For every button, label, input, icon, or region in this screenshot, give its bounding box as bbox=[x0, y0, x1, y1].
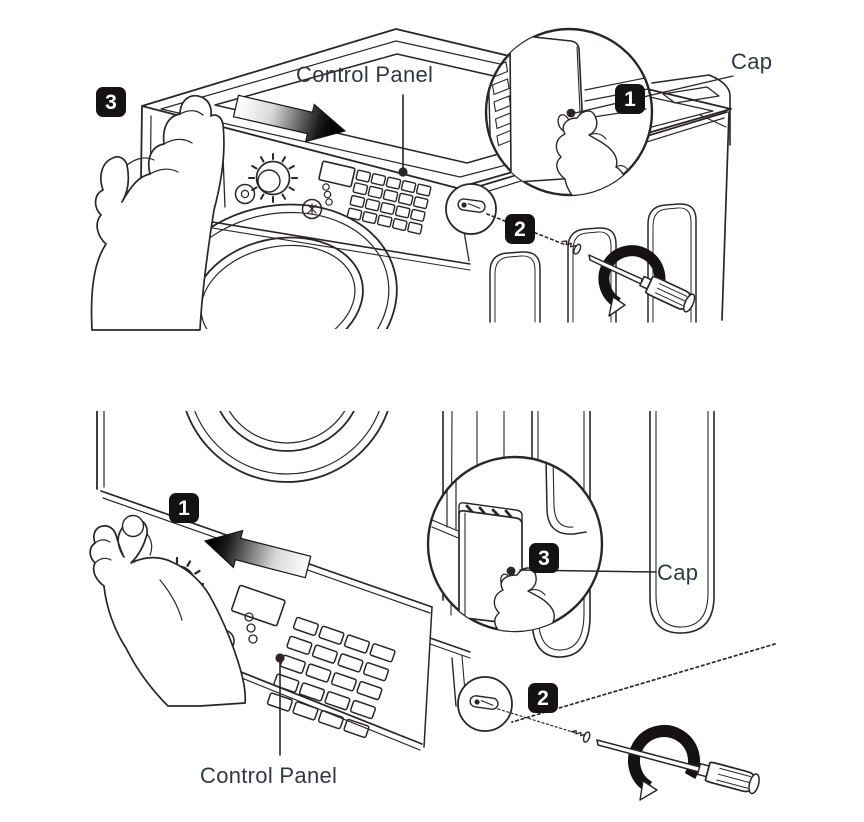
magnifier-inset-top bbox=[484, 27, 654, 197]
hand-icon-bottom bbox=[89, 514, 247, 707]
button-grid bbox=[346, 169, 432, 235]
cap-dot bbox=[566, 108, 576, 118]
leader-lines-top bbox=[398, 75, 734, 177]
screw-hole-circle bbox=[457, 676, 513, 732]
screwdriver-icon bbox=[596, 739, 760, 795]
display-window bbox=[230, 584, 286, 644]
option-buttons bbox=[234, 183, 323, 220]
slide-arrow-icon bbox=[232, 94, 347, 143]
program-knob bbox=[248, 153, 298, 203]
step-badge-1: 1 bbox=[169, 493, 199, 523]
washer-illustration-top bbox=[90, 27, 734, 331]
cap-label: Cap bbox=[657, 560, 699, 585]
rotation-arrow-icon bbox=[598, 245, 666, 317]
rotation-arrow-icon bbox=[628, 725, 700, 801]
step-badge-1: 1 bbox=[615, 84, 645, 114]
step-badge-2: 2 bbox=[528, 683, 558, 713]
cap-label: Cap bbox=[731, 49, 773, 74]
dotted-guide-line bbox=[497, 708, 577, 734]
step-badge-2: 2 bbox=[505, 214, 535, 244]
hand-icon-top bbox=[90, 94, 225, 331]
screw-icon bbox=[561, 240, 582, 255]
control-panel-label: Control Panel bbox=[296, 62, 434, 87]
side-panel-grooves bbox=[489, 203, 697, 323]
control-panel-label: Control Panel bbox=[200, 763, 338, 788]
step-badge-3: 3 bbox=[96, 87, 126, 117]
washer-illustration-bottom bbox=[89, 411, 776, 801]
step-badge-3: 3 bbox=[529, 543, 559, 573]
display-window bbox=[318, 160, 356, 206]
cap-dot bbox=[506, 566, 516, 576]
screw-icon bbox=[570, 729, 591, 743]
screwdriver-icon bbox=[588, 254, 696, 313]
magnifier-inset-bottom bbox=[426, 455, 604, 633]
leader-lines-bottom bbox=[275, 653, 285, 756]
button-grid bbox=[266, 616, 396, 739]
screw-hole-circle bbox=[445, 183, 497, 235]
slide-arrow-icon bbox=[203, 529, 312, 579]
